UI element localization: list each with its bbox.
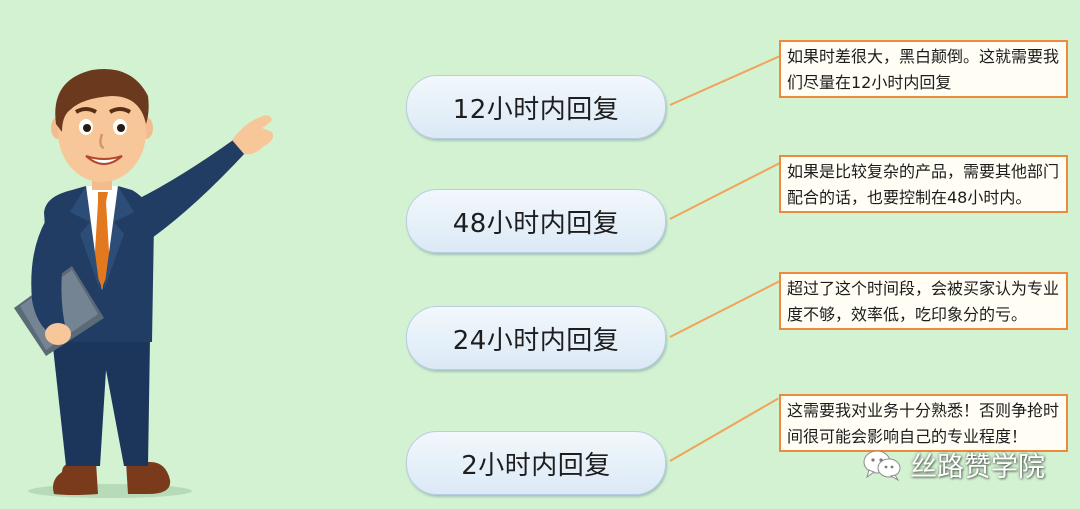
note-box-3: 超过了这个时间段，会被买家认为专业度不够，效率低，吃印象分的亏。 bbox=[779, 272, 1068, 330]
connector-line-2 bbox=[669, 161, 782, 220]
connector-line-3 bbox=[669, 279, 782, 338]
watermark: 丝路赞学院 bbox=[862, 445, 1045, 484]
connector-line-1 bbox=[669, 51, 789, 106]
note-box-1: 如果时差很大，黑白颠倒。这就需要我们尽量在12小时内回复 bbox=[779, 40, 1068, 98]
wechat-icon bbox=[863, 450, 901, 481]
connector-line-4 bbox=[669, 397, 779, 462]
pill-4: 2小时内回复 bbox=[406, 431, 666, 495]
pill-3: 24小时内回复 bbox=[406, 306, 666, 370]
businessman-illustration bbox=[14, 69, 273, 498]
watermark-text: 丝路赞学院 bbox=[910, 452, 1045, 483]
pill-2: 48小时内回复 bbox=[406, 189, 666, 253]
note-box-2: 如果是比较复杂的产品，需要其他部门配合的话，也要控制在48小时内。 bbox=[779, 155, 1068, 213]
note-box-4: 这需要我对业务十分熟悉！否则争抢时间很可能会影响自己的专业程度！ bbox=[779, 394, 1068, 452]
pill-1: 12小时内回复 bbox=[406, 75, 666, 139]
